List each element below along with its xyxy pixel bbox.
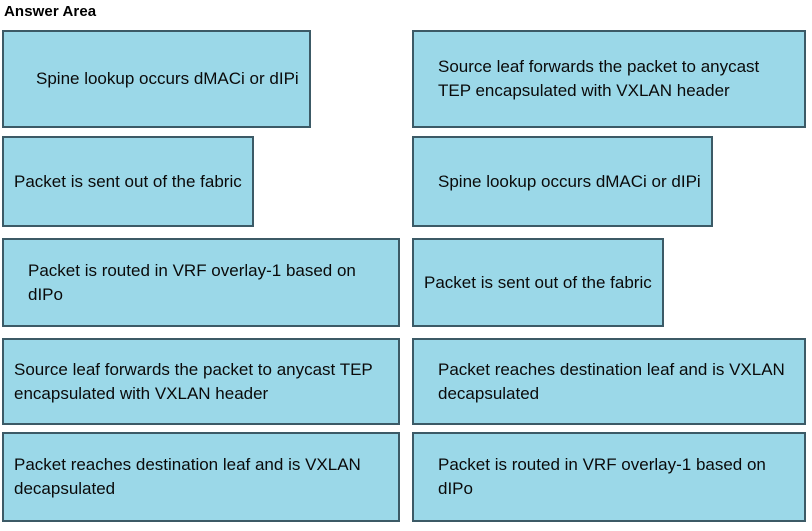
answer-box-left-5[interactable]: Packet reaches destination leaf and is V…: [2, 432, 400, 522]
answer-box-right-3[interactable]: Packet is sent out of the fabric: [412, 238, 664, 327]
answer-box-left-4[interactable]: Source leaf forwards the packet to anyca…: [2, 338, 400, 425]
answer-box-label: Packet reaches destination leaf and is V…: [438, 359, 785, 403]
answer-box-label: Source leaf forwards the packet to anyca…: [14, 359, 373, 403]
answer-box-right-2[interactable]: Spine lookup occurs dMACi or dIPi: [412, 136, 713, 227]
answer-box-right-1[interactable]: Source leaf forwards the packet to anyca…: [412, 30, 806, 128]
answer-box-right-5[interactable]: Packet is routed in VRF overlay-1 based …: [412, 432, 806, 522]
answer-box-label: Packet is routed in VRF overlay-1 based …: [28, 260, 356, 304]
answer-box-label: Spine lookup occurs dMACi or dIPi: [36, 69, 299, 88]
answer-box-label: Packet is sent out of the fabric: [424, 272, 652, 292]
answer-box-label: Packet is sent out of the fabric: [14, 171, 242, 191]
answer-box-left-3[interactable]: Packet is routed in VRF overlay-1 based …: [2, 238, 400, 327]
answer-box-left-2[interactable]: Packet is sent out of the fabric: [2, 136, 254, 227]
page-title: Answer Area: [4, 3, 97, 20]
answer-box-left-1[interactable]: Spine lookup occurs dMACi or dIPi: [2, 30, 311, 128]
answer-area: Spine lookup occurs dMACi or dIPi Packet…: [0, 28, 812, 528]
answer-box-label: Source leaf forwards the packet to anyca…: [438, 57, 760, 100]
answer-box-label: Packet reaches destination leaf and is V…: [14, 455, 361, 498]
answer-box-right-4[interactable]: Packet reaches destination leaf and is V…: [412, 338, 806, 425]
answer-box-label: Packet is routed in VRF overlay-1 based …: [438, 455, 766, 498]
answer-box-label: Spine lookup occurs dMACi or dIPi: [438, 171, 701, 191]
